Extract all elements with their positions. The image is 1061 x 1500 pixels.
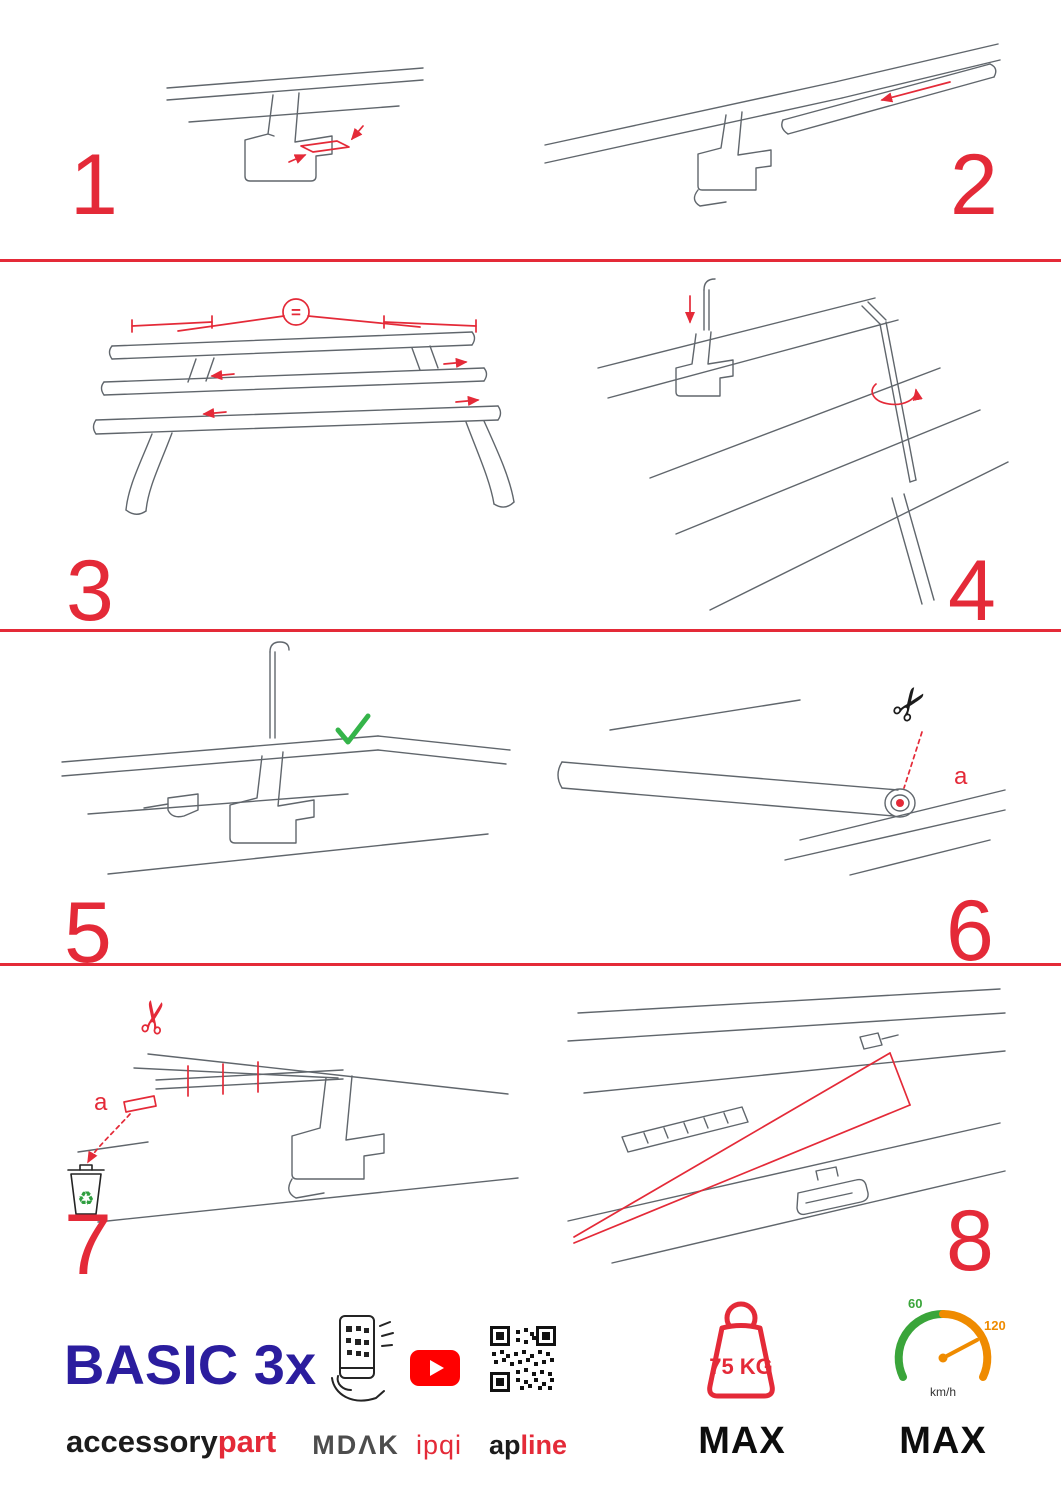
section-divider (0, 963, 1061, 966)
scissors-icon: ✂ (127, 995, 184, 1040)
step-7-illustration: ✂ a ♻ (67, 995, 519, 1223)
youtube-icon (410, 1350, 460, 1386)
step-6-illustration: ✂ a (557, 675, 1006, 876)
product-name: BASIC 3x (64, 1333, 317, 1396)
phone-qr-scan-icon (331, 1315, 394, 1402)
recycle-icon: ♻ (77, 1188, 94, 1210)
step-5-illustration (61, 641, 511, 875)
step-4-illustration (597, 278, 1009, 611)
speed-unit: km/h (930, 1385, 956, 1399)
step-1-illustration (166, 67, 424, 182)
step-4-number: 4 (948, 543, 996, 639)
weight-max-label: MAX (698, 1420, 786, 1462)
step-8-illustration (567, 988, 1006, 1264)
trash-icon (67, 1164, 105, 1215)
equal-spacing-dimension (131, 298, 480, 419)
qr-code-icon (490, 1326, 556, 1392)
step-3-illustration: = (92, 298, 515, 515)
weight-icon: 75 KG (707, 1301, 775, 1399)
speedometer-icon: 60 120 km/h (894, 1296, 1006, 1399)
step-2-number: 2 (950, 137, 998, 233)
step-3-number: 3 (66, 543, 114, 639)
speed-tick-60: 60 (908, 1296, 922, 1311)
alignment-leaders (573, 1052, 911, 1244)
rubber-pad-insert (288, 125, 364, 164)
cut-point-label-a: a (94, 1089, 108, 1116)
mdak-logo: MDΛK (312, 1430, 400, 1460)
weight-value: 75 KG (709, 1354, 773, 1379)
equal-spacing-label: = (291, 303, 301, 322)
speed-tick-120: 120 (984, 1318, 1006, 1333)
apline-logo: apline (478, 1430, 578, 1461)
apline-line: line (520, 1430, 568, 1460)
brand-logo: accessorypart (66, 1424, 276, 1460)
step-5-number: 5 (64, 885, 112, 981)
section-divider (0, 629, 1061, 632)
section-divider (0, 259, 1061, 262)
step-7-number: 7 (64, 1197, 112, 1293)
ipqi-logo: ipqi (415, 1430, 463, 1460)
brand-part: part (217, 1424, 277, 1459)
step-6-number: 6 (946, 883, 994, 979)
brand-accessory: accessory (66, 1424, 218, 1459)
apline-ap: ap (488, 1430, 521, 1460)
tighten-rotation (684, 295, 923, 406)
cut-marks (87, 1061, 259, 1164)
step-1-number: 1 (70, 137, 118, 233)
step-8-number: 8 (946, 1193, 994, 1289)
step-2-illustration (544, 43, 1001, 207)
cut-point-label-a: a (954, 763, 968, 790)
scissors-icon: ✂ (879, 675, 942, 734)
check-icon (335, 713, 371, 745)
speed-max-label: MAX (899, 1420, 987, 1462)
